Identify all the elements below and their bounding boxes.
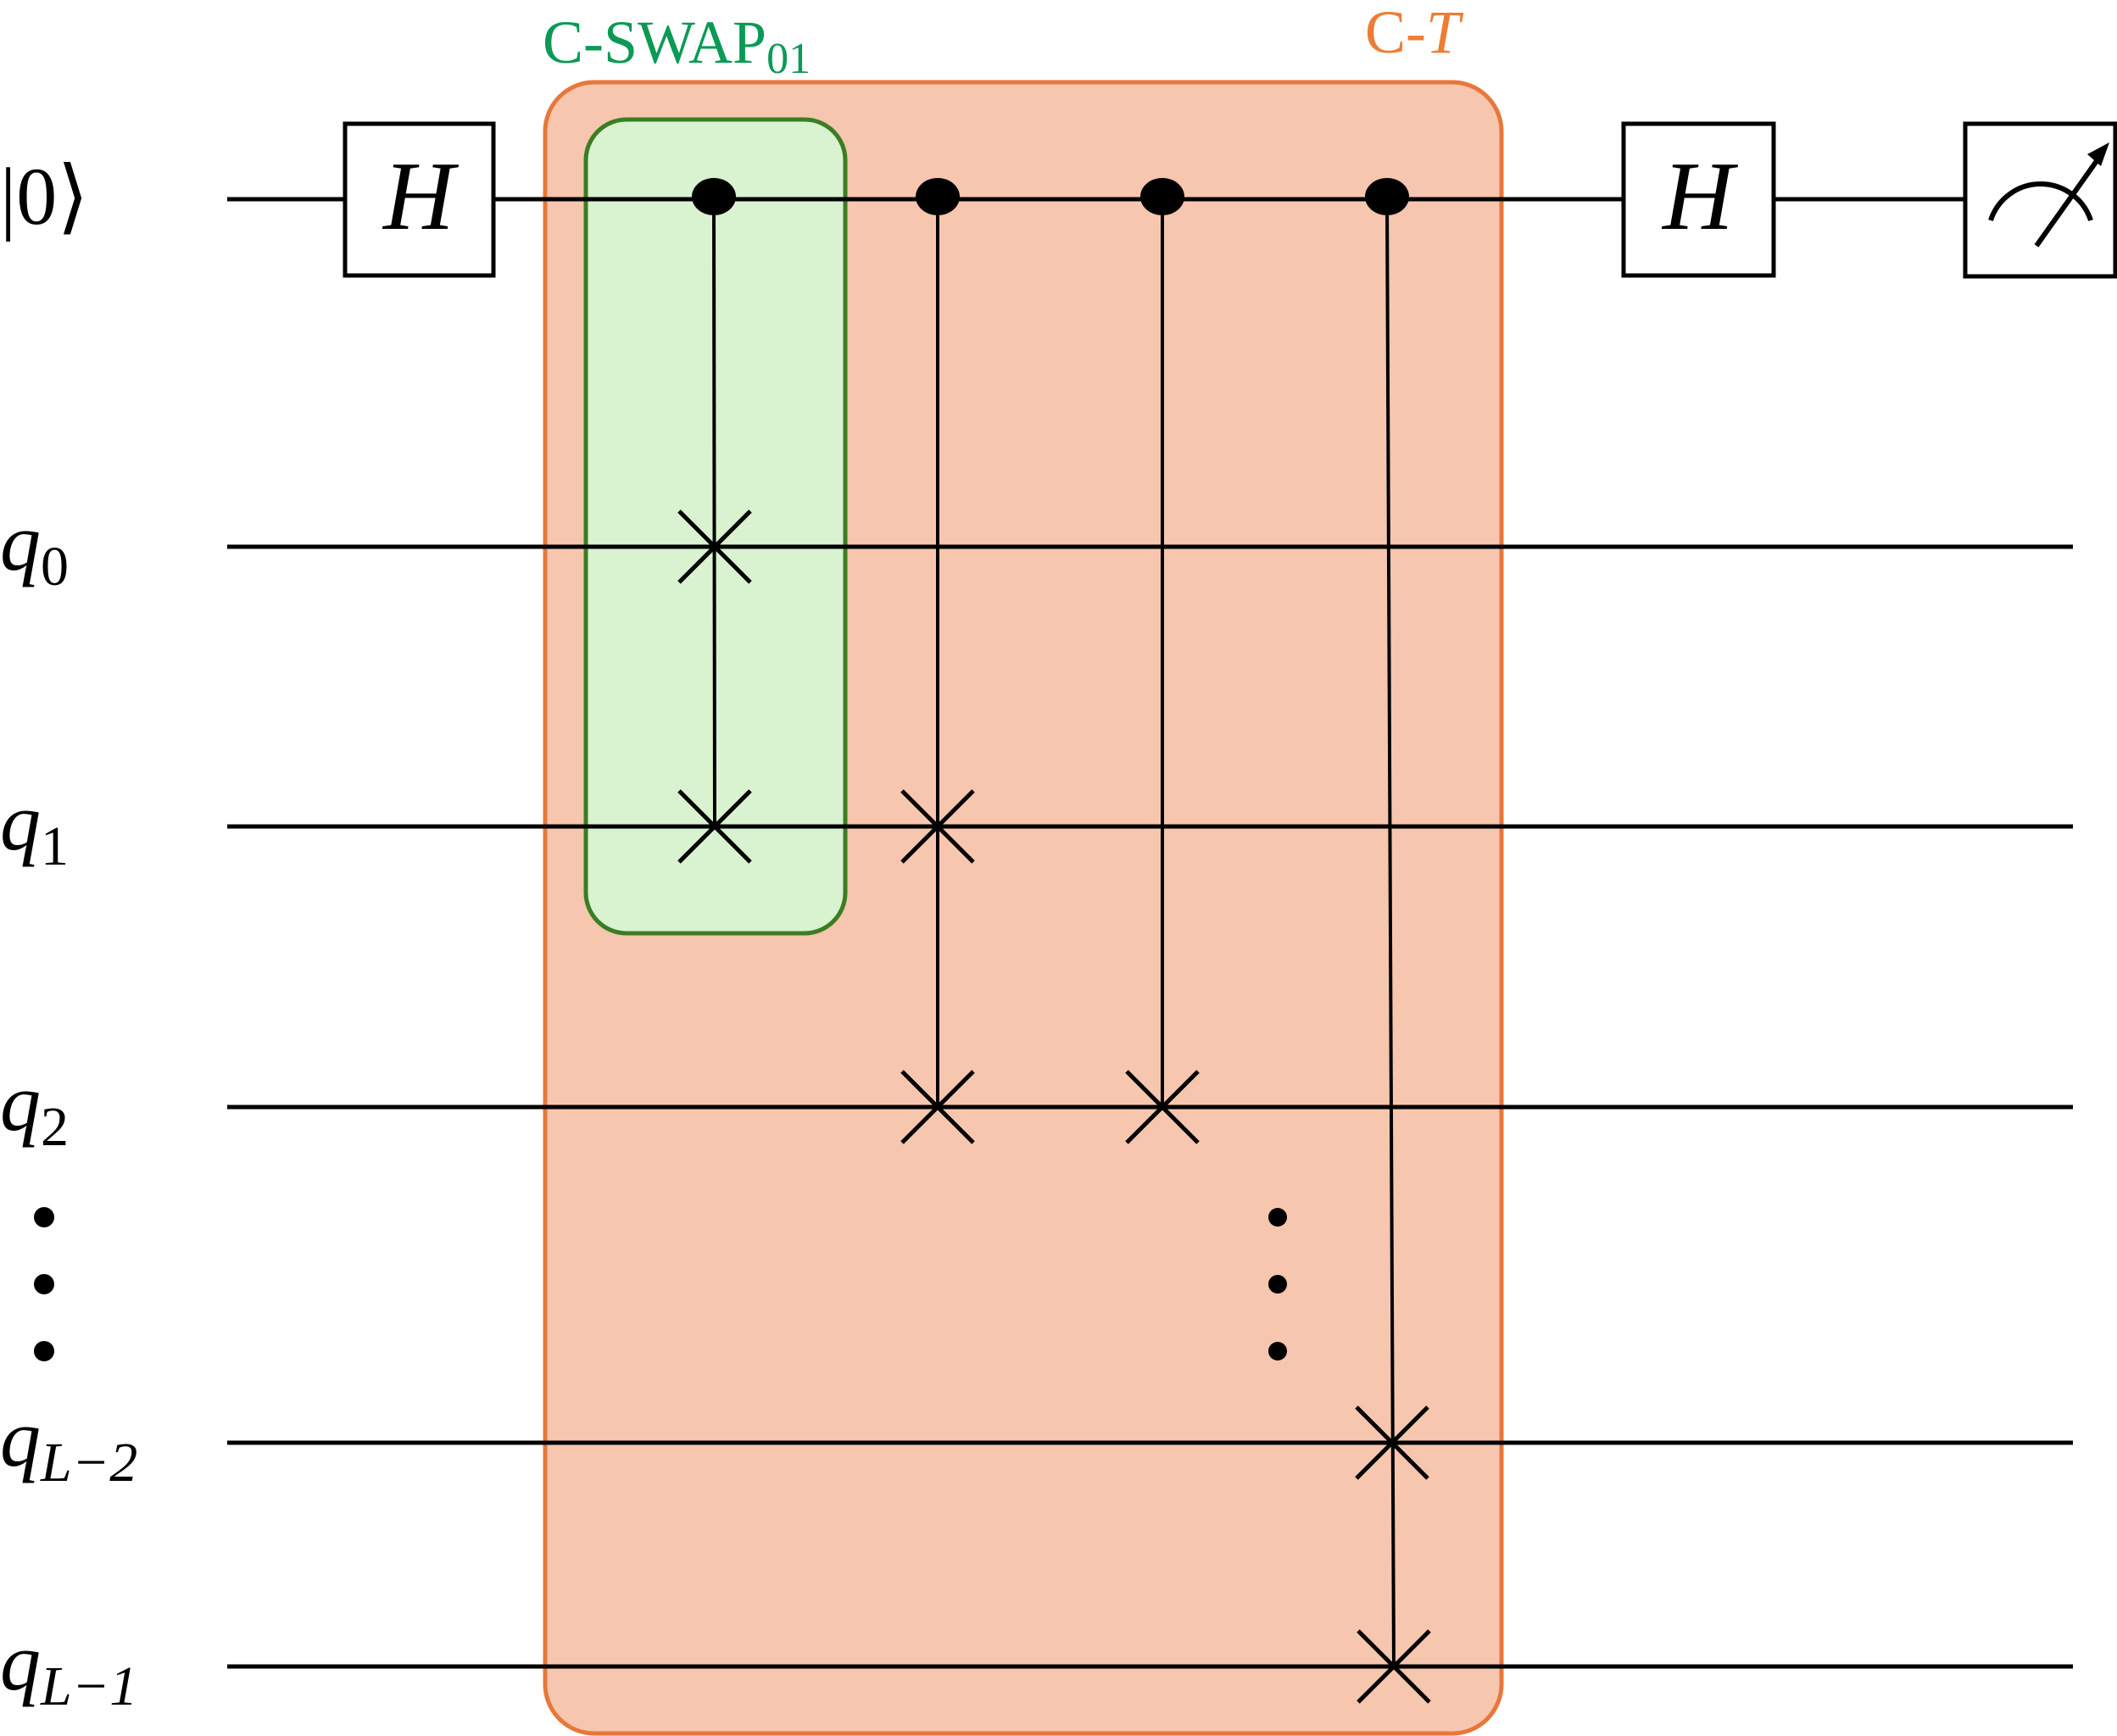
control-dots — [692, 178, 1409, 215]
qubit-label-base: q — [0, 1393, 41, 1483]
swap-cross-icon — [677, 509, 752, 584]
qubit-label-base: q — [0, 776, 41, 867]
qubit-label-subscript: 0 — [41, 536, 69, 598]
hadamard-gate-label: H — [1661, 142, 1738, 251]
qubit-label-q2: q2 — [0, 1057, 69, 1158]
measurement-gate-box — [1963, 121, 2117, 279]
qubit-label-subscript: 1 — [41, 815, 69, 877]
swap-cross-icon — [900, 789, 975, 864]
cswap-01-control-line — [712, 198, 716, 827]
swap-cross-icon — [1125, 1070, 1200, 1144]
wires — [227, 197, 2073, 1669]
control-lines — [712, 198, 1396, 1667]
hadamard-gate-right: H — [1621, 121, 1776, 278]
qubit-label-q1: q1 — [0, 776, 69, 877]
qubit-label-base: q — [0, 1057, 41, 1148]
controlled-t-group-title: C-T — [1365, 0, 1464, 66]
qubit-label-base: q — [0, 497, 41, 587]
gate-ellipsis-icon — [1268, 1208, 1287, 1360]
controlled-swap-group-title: C-SWAP01 — [543, 8, 811, 83]
measurement-meter-icon — [1988, 142, 2109, 248]
qubit-label-subscript: L−1 — [40, 1655, 137, 1717]
ancilla-label: |0⟩ — [0, 151, 89, 242]
control-dot — [1140, 178, 1184, 215]
controlled-swap-title-subscript: 01 — [766, 35, 811, 83]
qubit-label-subscript: 2 — [41, 1096, 69, 1158]
qubit-label-qL-2: qL−2 — [0, 1393, 137, 1494]
controlled-t-title-prefix: C- — [1365, 0, 1426, 66]
qubit-label-q0: q0 — [0, 497, 69, 598]
controlled-t-title-italic: T — [1426, 0, 1464, 66]
control-dot — [692, 178, 736, 215]
hadamard-gate-left: H — [343, 121, 496, 278]
cswap-last-control-line — [1385, 198, 1396, 1667]
hadamard-gate-label: H — [382, 142, 459, 251]
qubit-labels: q0 q1 q2 qL−2 qL−1 — [0, 497, 137, 1717]
swap-cross-icon — [1355, 1405, 1429, 1480]
measurement-gate — [1963, 121, 2117, 279]
control-dot — [916, 178, 960, 215]
control-dot — [1365, 178, 1409, 215]
qubit-label-qL-1: qL−1 — [0, 1616, 137, 1717]
hadamard-gate-box — [343, 121, 496, 278]
hadamard-gate-box — [1621, 121, 1776, 278]
label-ellipsis-icon — [34, 1207, 54, 1361]
qubit-label-base: q — [0, 1616, 41, 1707]
qubit-label-subscript: L−2 — [40, 1432, 137, 1494]
controlled-swap-title-main: C-SWAP — [543, 8, 766, 76]
swap-targets — [677, 509, 1431, 1704]
swap-cross-icon — [1357, 1629, 1431, 1704]
swap-cross-icon — [677, 789, 752, 864]
swap-cross-icon — [900, 1070, 975, 1144]
